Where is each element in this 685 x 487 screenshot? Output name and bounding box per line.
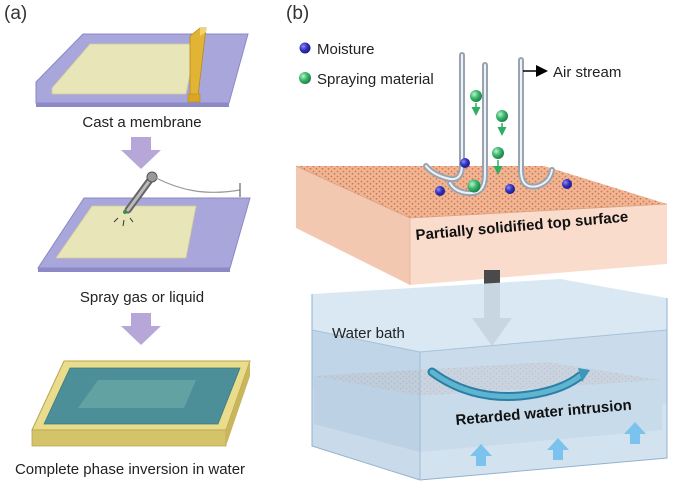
upper-membrane-block — [295, 165, 668, 285]
step-arrow-2 — [121, 313, 161, 345]
up-arrow-1 — [470, 444, 492, 466]
casting-plate-illustration — [35, 27, 249, 107]
water-bath-label: Water bath — [332, 325, 405, 342]
air-stream-tubes — [423, 52, 555, 197]
up-arrow-2 — [547, 438, 569, 460]
air-stream-label: Air stream — [553, 64, 621, 81]
moisture-legend-icon — [299, 42, 311, 54]
casting-knife-icon — [187, 27, 207, 103]
step-3-caption: Complete phase inversion in water — [15, 461, 245, 478]
water-intrusion-arrow — [427, 367, 590, 401]
legend-moisture-label: Moisture — [317, 41, 375, 58]
spraying-material-particles — [467, 90, 508, 193]
panel-b-label: (b) — [286, 3, 309, 24]
step-1-caption: Cast a membrane — [82, 114, 201, 131]
legend-spraying-material-label: Spraying material — [317, 71, 434, 88]
up-arrow-3 — [624, 422, 646, 444]
spraying-material-legend-icon — [299, 72, 311, 84]
step-arrow-1 — [121, 137, 161, 169]
step-2-caption: Spray gas or liquid — [80, 289, 204, 306]
moisture-particles — [435, 158, 572, 196]
panel-a-label: (a) — [4, 3, 27, 24]
spray-gun-icon — [113, 171, 241, 227]
water-bath-block — [311, 279, 668, 481]
spraying-plate-illustration — [37, 171, 251, 272]
upward-water-arrows — [470, 422, 646, 466]
water-tray-illustration — [31, 360, 251, 447]
